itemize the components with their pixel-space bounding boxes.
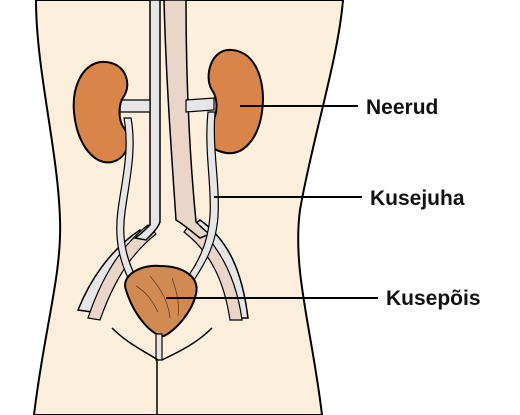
urethra [156,334,162,360]
label-kidneys: Neerud [366,97,438,118]
left-renal-vessel [120,100,150,112]
label-bladder: Kusepõis [386,288,481,309]
right-kidney [207,50,263,153]
label-ureter: Kusejuha [370,188,465,209]
right-renal-vessel [186,98,214,112]
